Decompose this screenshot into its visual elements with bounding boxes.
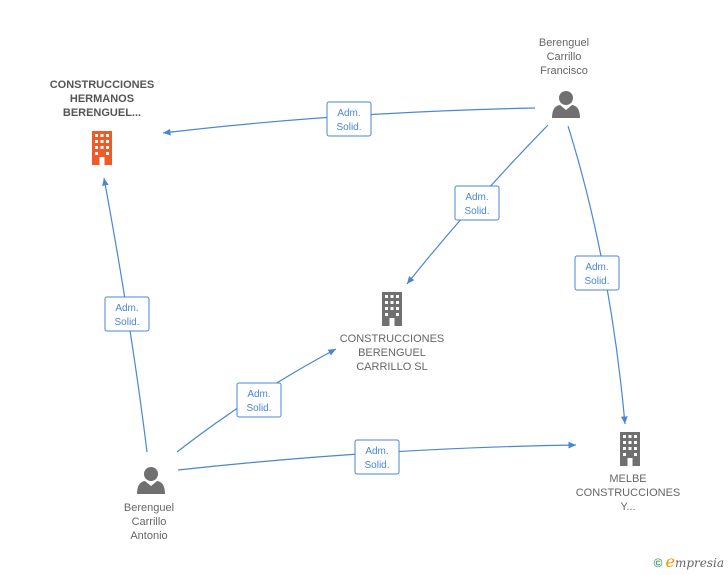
edge-label[interactable]: Adm. Solid. [354,439,400,475]
edge-label-line2: Solid. [114,317,139,328]
edge-label-line1: Adm. [365,446,388,457]
brand-initial: e [665,552,675,571]
node-label-line: CARRILLO SL [356,361,428,373]
edge-label-line2: Solid. [464,206,489,217]
building-icon[interactable] [92,131,112,165]
edge-label[interactable]: Adm. Solid. [104,296,150,332]
node-label-line: Carrillo [546,51,582,63]
node-label-berenguel-antonio[interactable]: Berenguel Carrillo Antonio [99,501,199,543]
node-label-construcciones-hermanos[interactable]: CONSTRUCCIONES HERMANOS BERENGUEL... [22,78,182,120]
edge-label[interactable]: Adm. Solid. [454,185,500,221]
edge-label[interactable]: Adm. Solid. [574,255,620,291]
node-label-construcciones-berenguel-carrillo[interactable]: CONSTRUCCIONES BERENGUEL CARRILLO SL [318,332,466,374]
edge-label-line2: Solid. [246,403,271,414]
node-label-line: BERENGUEL [358,347,426,359]
edge-label-line2: Solid. [584,276,609,287]
edge-label-line1: Adm. [585,262,608,273]
node-label-line: Antonio [130,530,168,542]
node-label-berenguel-francisco[interactable]: Berenguel Carrillo Francisco [514,36,614,78]
edge-label-line1: Adm. [115,303,138,314]
edge-label-line1: Adm. [465,192,488,203]
edge-label-line1: Adm. [337,108,360,119]
person-icon[interactable] [552,91,580,118]
node-label-line: Berenguel [123,502,175,514]
edge-label[interactable]: Adm. Solid. [326,101,372,137]
edge-label-line1: Adm. [247,389,270,400]
copyright-icon: © [653,556,663,570]
edge-label-line2: Solid. [364,460,389,471]
node-label-line: CONSTRUCCIONES [575,487,681,499]
building-icon[interactable] [620,432,640,466]
node-label-line: MELBE [609,473,647,485]
node-label-line: CONSTRUCCIONES [49,79,155,91]
node-label-line: BERENGUEL... [62,107,142,119]
node-label-line: Berenguel [538,37,590,49]
brand-rest: mpresia [674,556,724,570]
brand-logo: empresia [665,552,724,571]
node-label-line: CONSTRUCCIONES [339,333,445,345]
node-label-line: Carrillo [131,516,167,528]
node-label-line: Francisco [540,65,588,77]
building-icon[interactable] [382,292,402,326]
edge-label-line2: Solid. [336,122,361,133]
person-icon[interactable] [137,467,165,494]
node-label-line: HERMANOS [69,93,135,105]
edges [102,107,628,471]
node-label-line: Y... [620,501,636,513]
node-label-melbe[interactable]: MELBE CONSTRUCCIONES Y... [556,472,700,514]
edge-label[interactable]: Adm. Solid. [236,382,282,418]
footer-brand: ©empresia [654,552,724,571]
